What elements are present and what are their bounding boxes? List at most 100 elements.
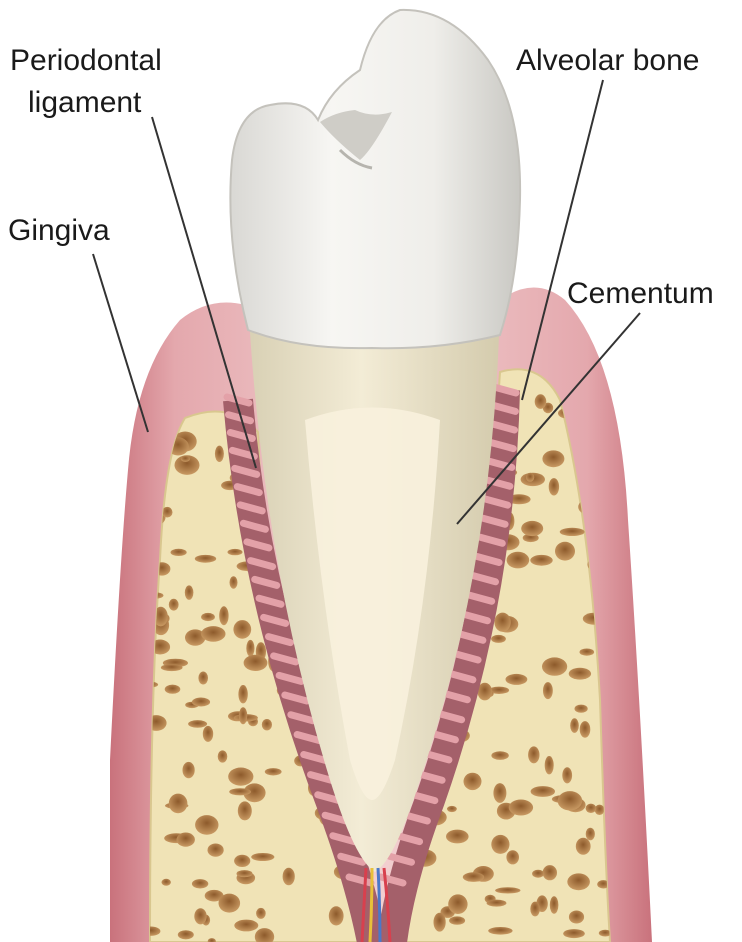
bone-pore [494, 613, 510, 632]
bone-pore [244, 655, 268, 671]
label-cementum: Cementum [567, 277, 714, 310]
bone-pore [560, 528, 585, 536]
label-periodontal-line1: Periodontal [10, 44, 162, 77]
bone-pore [521, 521, 543, 536]
bone-pore [446, 830, 469, 844]
bone-pore [239, 707, 247, 724]
bone-pore [576, 838, 591, 855]
bone-pore [575, 705, 588, 713]
bone-pore [569, 668, 591, 680]
bone-pore [532, 870, 544, 878]
bone-pore [535, 394, 547, 409]
bone-pore [491, 635, 506, 643]
bone-pore [238, 685, 247, 703]
bone-pore [188, 720, 207, 728]
bone-pore [569, 911, 584, 924]
bone-pore [567, 873, 590, 890]
leader-gingiva [93, 254, 148, 432]
bone-pore [262, 719, 272, 730]
bone-pore [580, 649, 595, 656]
bone-pore [509, 800, 533, 816]
bone-pore [434, 913, 446, 932]
bone-pore [178, 930, 194, 939]
bone-pore [169, 794, 188, 814]
bone-pore [506, 674, 528, 685]
bone-pore [192, 879, 208, 888]
tooth-crown [230, 10, 520, 348]
bone-pore [215, 446, 224, 462]
label-gingiva: Gingiva [8, 214, 110, 247]
bone-pore [234, 920, 258, 932]
bone-pore [447, 806, 457, 812]
bone-pore [228, 768, 253, 786]
bone-pore [233, 620, 251, 639]
bone-pore [171, 549, 187, 556]
bone-pore [219, 894, 241, 913]
bone-pore [507, 552, 530, 569]
bone-pore [256, 908, 266, 919]
bone-pore [203, 726, 213, 742]
bone-pore [230, 576, 238, 588]
bone-pore [506, 850, 519, 864]
bone-pore [229, 788, 251, 795]
bone-pore [283, 868, 295, 886]
bone-pore [169, 599, 179, 611]
bone-pore [183, 762, 195, 778]
bone-pore [586, 828, 595, 841]
bone-pore [545, 756, 554, 774]
bone-pore [558, 791, 583, 810]
bone-pore [463, 872, 484, 882]
bone-pore [162, 879, 171, 886]
bone-pore [449, 916, 465, 924]
bone-pore [549, 478, 559, 495]
bone-pore [570, 718, 579, 733]
bone-pore [165, 685, 181, 694]
bone-pore [201, 626, 225, 642]
bone-pore [526, 473, 534, 482]
bone-pore [464, 773, 482, 790]
bone-pore [448, 894, 467, 914]
bone-pore [234, 855, 250, 867]
bone-pore [198, 672, 208, 685]
bone-pore [530, 555, 552, 566]
bone-pore [563, 929, 585, 938]
bone-pore [228, 549, 243, 555]
bone-pore [194, 908, 206, 924]
bone-pore [491, 835, 509, 854]
bone-pore [542, 657, 567, 675]
bone-pore [595, 805, 605, 815]
bone-pore [177, 833, 195, 847]
bone-pore [192, 698, 210, 707]
bone-pore [195, 555, 216, 563]
bone-pore [580, 721, 591, 738]
bone-pore [493, 783, 506, 803]
bone-pore [208, 844, 224, 857]
bone-pore [181, 456, 190, 462]
bone-pore [487, 900, 507, 907]
bone-pore [530, 902, 540, 917]
bone-pore [201, 613, 215, 621]
bone-pore [329, 906, 344, 925]
label-periodontal-line2: ligament [28, 86, 142, 119]
bone-pore [542, 450, 564, 467]
bone-pore [161, 664, 183, 671]
bone-pore [531, 786, 555, 797]
bone-pore [491, 751, 508, 760]
bone-pore [586, 804, 597, 813]
bone-pore [562, 767, 572, 783]
bone-pore [555, 542, 575, 561]
bone-pore [543, 682, 553, 699]
label-alveolar-bone: Alveolar bone [516, 44, 699, 77]
bone-pore [238, 801, 252, 820]
bone-pore [528, 746, 539, 763]
bone-pore [251, 853, 274, 861]
bone-pore [550, 896, 559, 914]
bone-pore [265, 768, 282, 775]
bone-pore [218, 750, 228, 762]
bone-pore [495, 887, 520, 893]
bone-pore [195, 815, 218, 835]
bone-pore [185, 585, 194, 599]
bone-pore [488, 927, 512, 935]
bone-pore [219, 606, 228, 625]
